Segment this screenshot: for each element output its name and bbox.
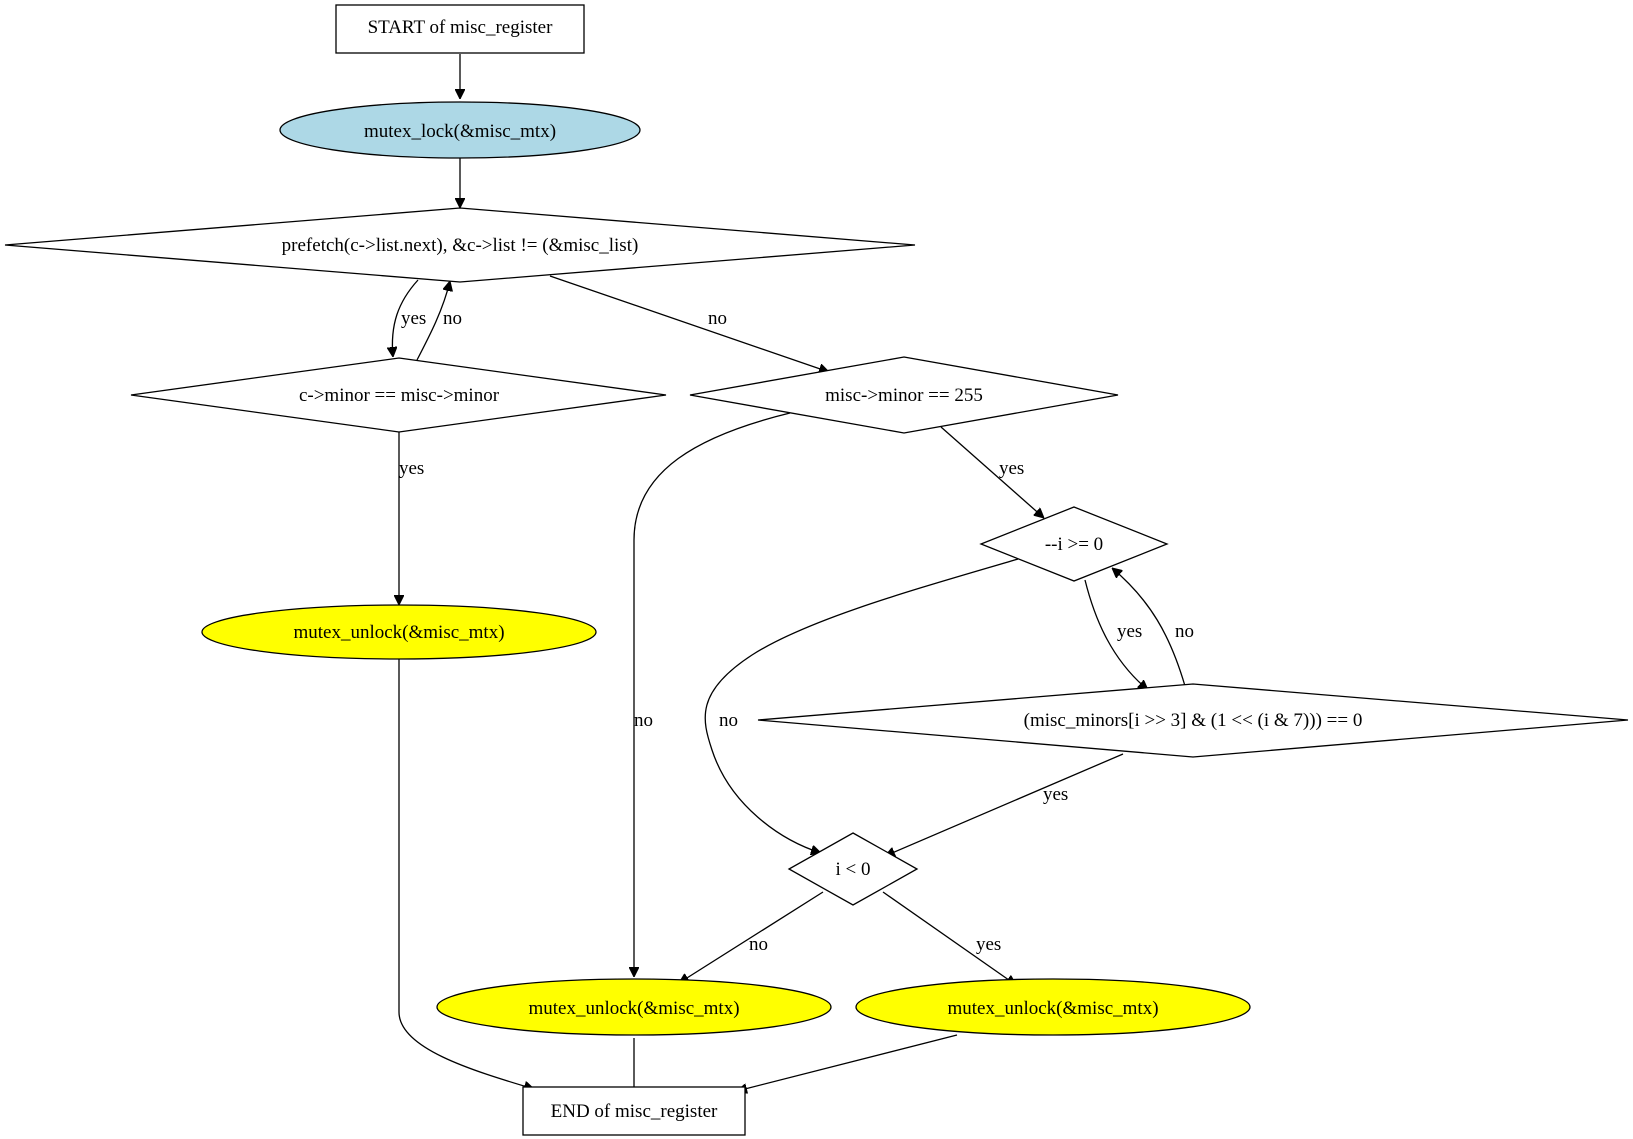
edge-bitmap-yes <box>885 753 1124 856</box>
node-end: END of misc_register <box>522 1086 746 1136</box>
node-unlock-middle: mutex_unlock(&misc_mtx) <box>436 978 832 1036</box>
node-start-label: START of misc_register <box>368 17 554 38</box>
node-unlock-right-label: mutex_unlock(&misc_mtx) <box>947 998 1158 1019</box>
label-dec-no: no <box>719 710 738 731</box>
label-dec-yes: yes <box>1117 621 1142 642</box>
label-dyn-no: no <box>634 710 653 731</box>
node-unlock-left-label: mutex_unlock(&misc_mtx) <box>293 622 504 643</box>
node-i-negative-label: i < 0 <box>836 859 871 880</box>
label-ineg-no: no <box>749 934 768 955</box>
edge-ineg-yes <box>882 891 1016 985</box>
node-decrement-i-decision: --i >= 0 <box>979 506 1169 582</box>
label-bitmap-no: no <box>1175 621 1194 642</box>
label-minor-yes: yes <box>399 458 424 479</box>
label-loop-back-no: no <box>443 308 462 329</box>
edge-bitmap-no <box>1112 568 1186 687</box>
label-ineg-yes: yes <box>976 934 1001 955</box>
node-list-loop-label: prefetch(c->list.next), &c->list != (&mi… <box>282 235 639 256</box>
edge-loop-no <box>549 275 829 372</box>
node-decrement-i-label: --i >= 0 <box>1045 534 1103 555</box>
node-bitmap-free-label: (misc_minors[i >> 3] & (1 << (i & 7))) =… <box>1024 710 1363 731</box>
edges <box>392 54 1186 1097</box>
node-minor-equal-decision: c->minor == misc->minor <box>130 357 667 433</box>
node-unlock-right: mutex_unlock(&misc_mtx) <box>855 978 1251 1036</box>
node-unlock-middle-label: mutex_unlock(&misc_mtx) <box>528 998 739 1019</box>
edge-dec-no <box>704 558 1019 853</box>
label-loop-no: no <box>708 308 727 329</box>
node-dynamic-minor-decision: misc->minor == 255 <box>689 356 1119 434</box>
node-end-label: END of misc_register <box>551 1101 718 1122</box>
edge-loop-yes <box>392 279 419 357</box>
node-dynamic-minor-label: misc->minor == 255 <box>825 385 983 406</box>
node-start: START of misc_register <box>335 4 585 54</box>
edge-dec-yes <box>1084 579 1148 690</box>
node-minor-equal-label: c->minor == misc->minor <box>299 385 500 406</box>
edge-ineg-no <box>679 891 824 983</box>
edge-dyn-yes <box>940 426 1044 518</box>
node-list-loop-decision: prefetch(c->list.next), &c->list != (&mi… <box>4 207 916 283</box>
node-i-negative-decision: i < 0 <box>787 832 919 906</box>
edge-unlock-right-to-end <box>737 1034 958 1091</box>
edge-minor-no-back <box>416 281 450 361</box>
label-bitmap-yes: yes <box>1043 784 1068 805</box>
node-unlock-left: mutex_unlock(&misc_mtx) <box>201 604 597 660</box>
node-mutex-lock-label: mutex_lock(&misc_mtx) <box>364 121 556 142</box>
edge-labels: yes no no yes yes no yes no no yes no ye… <box>399 308 1194 955</box>
node-mutex-lock: mutex_lock(&misc_mtx) <box>279 101 641 159</box>
edge-dyn-no <box>634 412 791 977</box>
edge-unlock-left-to-end <box>398 659 534 1089</box>
label-dyn-yes: yes <box>999 458 1024 479</box>
label-loop-yes: yes <box>401 308 426 329</box>
node-bitmap-free-decision: (misc_minors[i >> 3] & (1 << (i & 7))) =… <box>757 683 1629 758</box>
